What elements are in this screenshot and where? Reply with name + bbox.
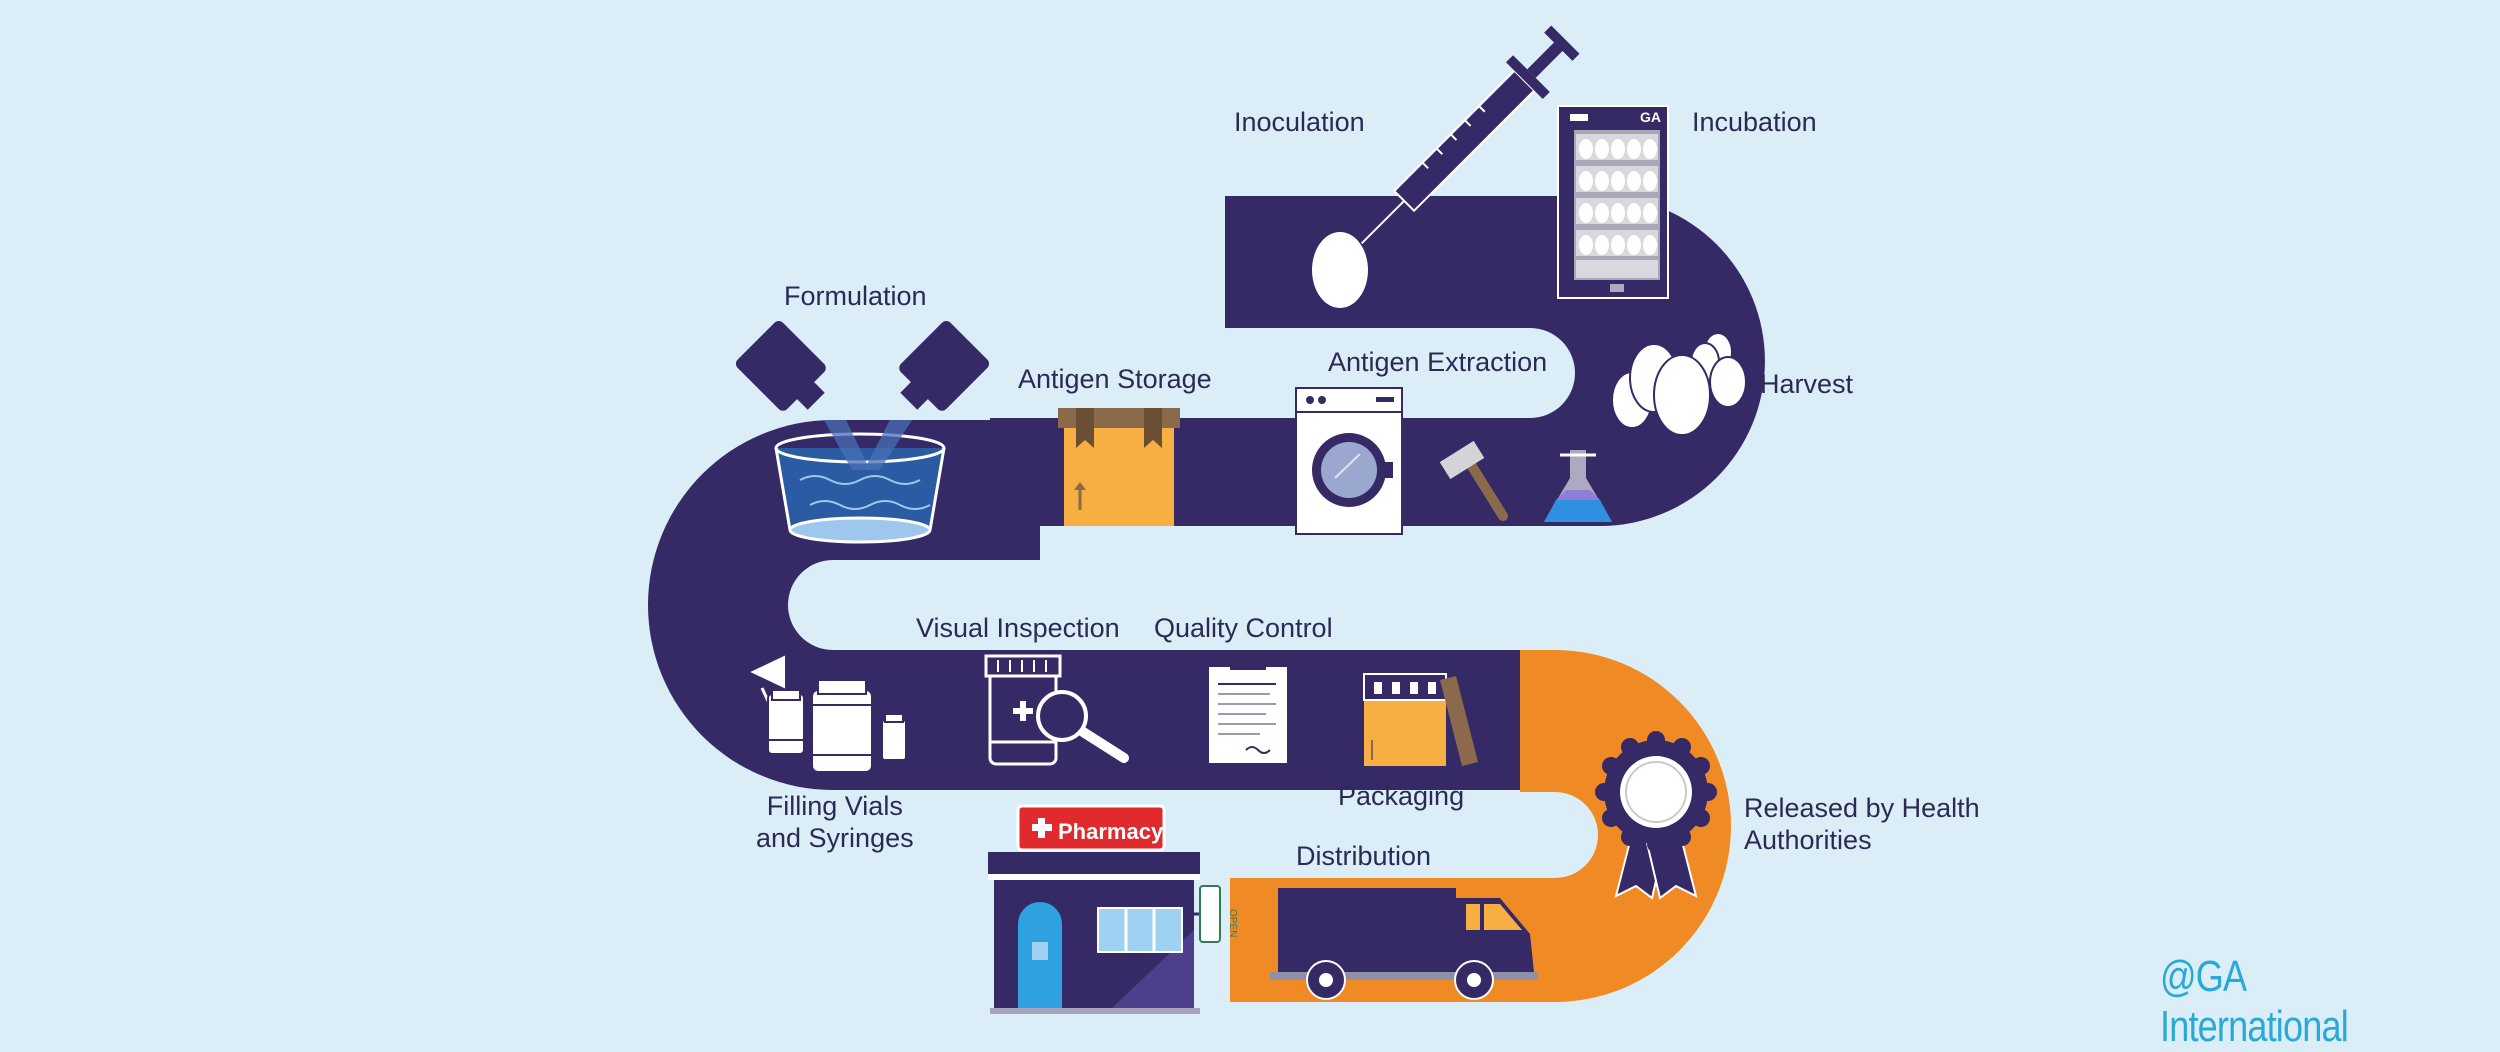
label-harvest: Harvest [1760, 369, 1854, 399]
magnifier-icon [1036, 690, 1129, 763]
pharmacy-sign-label: Pharmacy [1058, 819, 1164, 844]
packaging-box-icon [1363, 673, 1478, 766]
mixing-tank-icon [774, 420, 946, 544]
pharmacy-sign: Pharmacy [1016, 804, 1166, 852]
storage-box-icon [1058, 408, 1180, 526]
label-released-by-health-authorities: Released by Health Authorities [1744, 793, 1980, 855]
inspection-jar-icon [984, 654, 1062, 766]
award-ribbon-icon [1595, 731, 1717, 900]
clipboard-icon [1207, 660, 1289, 765]
label-inoculation: Inoculation [1234, 107, 1365, 137]
label-quality-control: Quality Control [1154, 613, 1333, 643]
watermark: @GA International [2160, 952, 2349, 1051]
label-incubation: Incubation [1692, 107, 1817, 137]
delivery-van-icon [1270, 888, 1538, 1000]
incubator-badge: GA [1640, 109, 1661, 125]
egg-icon [1312, 232, 1368, 308]
harvest-eggs-icon [1611, 332, 1747, 436]
road [648, 196, 1765, 1002]
flask-icon [1544, 450, 1612, 522]
label-antigen-extraction: Antigen Extraction [1328, 347, 1548, 377]
label-packaging: Packaging [1338, 781, 1465, 811]
pharmacy-building-icon [988, 852, 1200, 1014]
syringe-icon [1361, 25, 1580, 244]
filling-vials-icon [745, 652, 907, 773]
bottle-right-icon [899, 320, 990, 411]
open-sign: OPEN [1194, 885, 1238, 943]
bottle-left-icon [735, 320, 826, 411]
centrifuge-icon [1295, 387, 1403, 535]
label-antigen-storage: Antigen Storage [1018, 364, 1212, 394]
label-filling-vials: Filling Vials and Syringes [756, 791, 914, 853]
incubator-icon: GA [1557, 105, 1669, 299]
hammer-icon [1439, 440, 1508, 521]
label-visual-inspection: Visual Inspection [916, 613, 1120, 643]
label-distribution: Distribution [1296, 841, 1432, 871]
open-sign-label: OPEN [1227, 909, 1238, 937]
label-formulation: Formulation [784, 281, 927, 311]
